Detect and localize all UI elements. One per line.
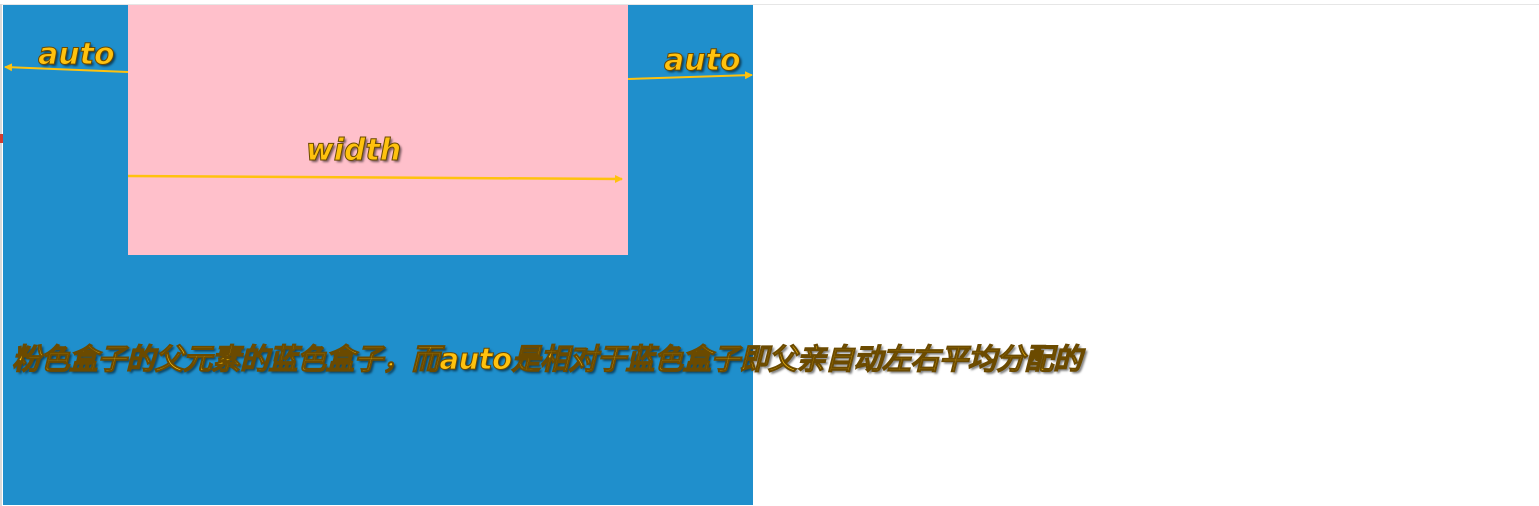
child-pink-box bbox=[128, 5, 628, 255]
auto-left-label: auto bbox=[38, 37, 116, 72]
auto-right-arrow bbox=[627, 71, 753, 80]
auto-right-label: auto bbox=[664, 43, 742, 78]
left-divider bbox=[0, 4, 2, 506]
auto-left-arrow bbox=[4, 63, 129, 73]
top-divider bbox=[0, 4, 1539, 5]
width-label: width bbox=[305, 133, 402, 168]
width-arrow bbox=[127, 174, 623, 183]
caption-text: 粉色盒子的父元素的蓝色盒子，而auto是相对于蓝色盒子即父亲自动左右平均分配的 bbox=[12, 342, 1083, 376]
red-edge-marker bbox=[0, 134, 3, 143]
